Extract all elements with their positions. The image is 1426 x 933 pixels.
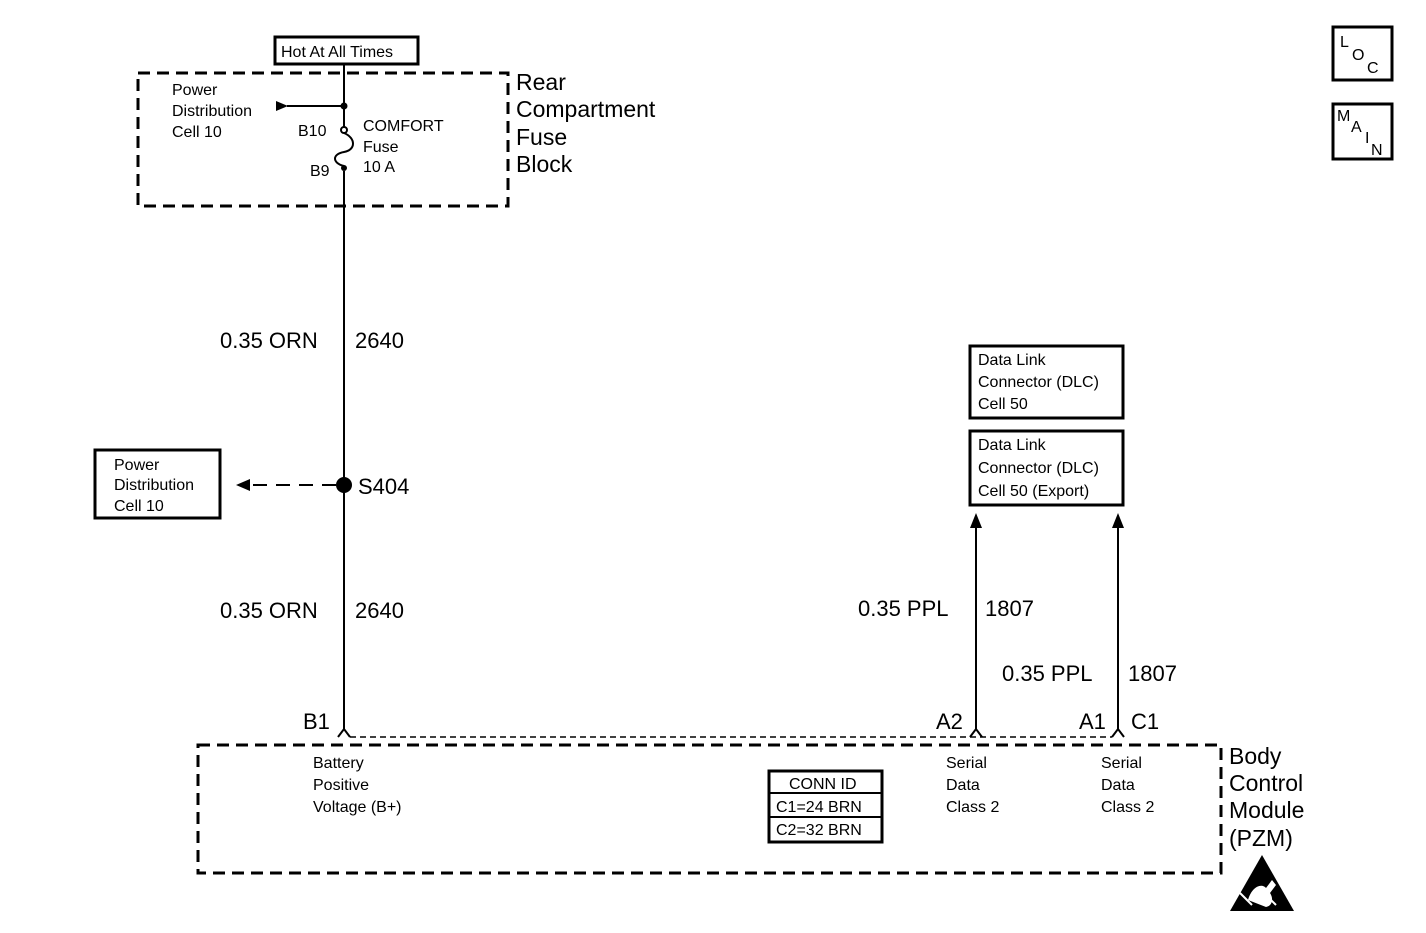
svg-text:C: C (1367, 60, 1379, 77)
svg-text:Distribution: Distribution (172, 103, 252, 120)
svg-text:A: A (1351, 119, 1362, 136)
svg-text:N: N (1371, 142, 1383, 159)
svg-text:Voltage (B+): Voltage (B+) (313, 799, 402, 816)
loc-button[interactable]: L O C (1331, 25, 1394, 82)
svg-text:Cell 50: Cell 50 (978, 396, 1028, 413)
lower-wire-circuit: 2640 (355, 598, 404, 623)
pin-a1-label: A1 (1079, 709, 1106, 734)
ppl-wire-a-circuit: 1807 (985, 596, 1034, 621)
bcm-name: Body Control Module (PZM) (1229, 743, 1304, 851)
pin-b10-label: B10 (298, 123, 327, 140)
ppl-wire-b-gauge: 0.35 PPL (1002, 661, 1093, 686)
svg-text:COMFORT: COMFORT (363, 118, 444, 135)
svg-text:Serial: Serial (1101, 755, 1142, 772)
upper-wire-gauge: 0.35 ORN (220, 328, 318, 353)
main-button[interactable]: M A I N (1331, 102, 1394, 161)
rear-fuse-block-name: Rear Compartment Fuse Block (516, 69, 656, 177)
conn-id-row-2: C2=32 BRN (776, 822, 862, 839)
svg-text:Module: Module (1229, 797, 1304, 823)
svg-text:M: M (1337, 108, 1350, 125)
wire-a2-arrowhead (970, 513, 982, 528)
svg-text:Cell 10: Cell 10 (114, 498, 164, 515)
upper-wire-circuit: 2640 (355, 328, 404, 353)
svg-text:Data Link: Data Link (978, 352, 1047, 369)
dlc-cell-50-text: Data Link Connector (DLC) Cell 50 (978, 352, 1099, 413)
pin-b1-label: B1 (303, 709, 330, 734)
bcm-outline (196, 743, 1223, 875)
pin-a2-label: A2 (936, 709, 963, 734)
bcm-serial-b-text: Serial Data Class 2 (1101, 755, 1154, 816)
svg-text:Cell 10: Cell 10 (172, 124, 222, 141)
svg-text:Connector (DLC): Connector (DLC) (978, 374, 1099, 391)
lower-wire-gauge: 0.35 ORN (220, 598, 318, 623)
pin-b9-dot (341, 165, 347, 171)
svg-text:O: O (1352, 47, 1364, 64)
conn-id-box (767, 769, 884, 844)
conn-id-row-1: C1=24 BRN (776, 799, 862, 816)
svg-text:L: L (1340, 34, 1349, 51)
svg-text:Connector (DLC): Connector (DLC) (978, 460, 1099, 477)
svg-text:Power: Power (114, 457, 160, 474)
svg-text:Serial: Serial (946, 755, 987, 772)
hot-at-all-times-label: Hot At All Times (281, 44, 393, 61)
svg-text:Power: Power (172, 82, 218, 99)
splice-power-ref-text: Power Distribution Cell 10 (114, 457, 194, 515)
pin-b10-dot (340, 126, 348, 134)
wire-a1-arrowhead (1112, 513, 1124, 528)
svg-text:I: I (1365, 130, 1369, 147)
svg-text:Data: Data (1101, 777, 1135, 794)
pin-a1-terminal (1111, 727, 1125, 738)
svg-text:Battery: Battery (313, 755, 364, 772)
ppl-wire-a-gauge: 0.35 PPL (858, 596, 949, 621)
hot-at-all-times-box (273, 35, 420, 66)
svg-text:Fuse: Fuse (363, 139, 399, 156)
splice-s404-label: S404 (358, 474, 409, 499)
pin-c1-label: C1 (1131, 709, 1159, 734)
fuse-block-power-ref[interactable]: Power Distribution Cell 10 (172, 82, 252, 141)
svg-text:Class 2: Class 2 (1101, 799, 1154, 816)
svg-text:Data Link: Data Link (978, 437, 1047, 454)
svg-text:Block: Block (516, 151, 573, 177)
bcm-b-plus-text: Battery Positive Voltage (B+) (313, 755, 402, 816)
ppl-wire-b-circuit: 1807 (1128, 661, 1177, 686)
feed-junction-dot (340, 102, 348, 110)
svg-text:Distribution: Distribution (114, 477, 194, 494)
svg-text:Control: Control (1229, 770, 1303, 796)
splice-ref-arrowhead (236, 479, 250, 491)
comfort-fuse-label: COMFORT Fuse 10 A (363, 118, 444, 176)
svg-text:Fuse: Fuse (516, 124, 567, 150)
svg-text:Positive: Positive (313, 777, 369, 794)
pin-b9-label: B9 (310, 163, 330, 180)
pin-b1-terminal (337, 727, 351, 738)
dlc-cell-50-box[interactable] (968, 344, 1125, 420)
svg-text:Compartment: Compartment (516, 96, 656, 122)
conn-id-title: CONN ID (789, 776, 857, 793)
svg-text:10 A: 10 A (363, 159, 395, 176)
dlc-cell-50-export-box[interactable] (968, 429, 1125, 507)
svg-text:Body: Body (1229, 743, 1282, 769)
splice-s404-dot (336, 477, 352, 493)
splice-power-ref-box[interactable] (93, 448, 222, 520)
dlc-cell-50-export-text: Data Link Connector (DLC) Cell 50 (Expor… (978, 437, 1099, 500)
svg-text:Rear: Rear (516, 69, 566, 95)
svg-text:(PZM): (PZM) (1229, 825, 1293, 851)
rear-fuse-block-outline (136, 71, 510, 208)
svg-text:Class 2: Class 2 (946, 799, 999, 816)
bcm-serial-a-text: Serial Data Class 2 (946, 755, 999, 816)
svg-text:Data: Data (946, 777, 980, 794)
esd-warning-icon (1230, 855, 1294, 911)
pin-a2-terminal (969, 727, 983, 738)
svg-text:Cell 50 (Export): Cell 50 (Export) (978, 483, 1089, 500)
comfort-fuse-symbol (334, 132, 354, 167)
